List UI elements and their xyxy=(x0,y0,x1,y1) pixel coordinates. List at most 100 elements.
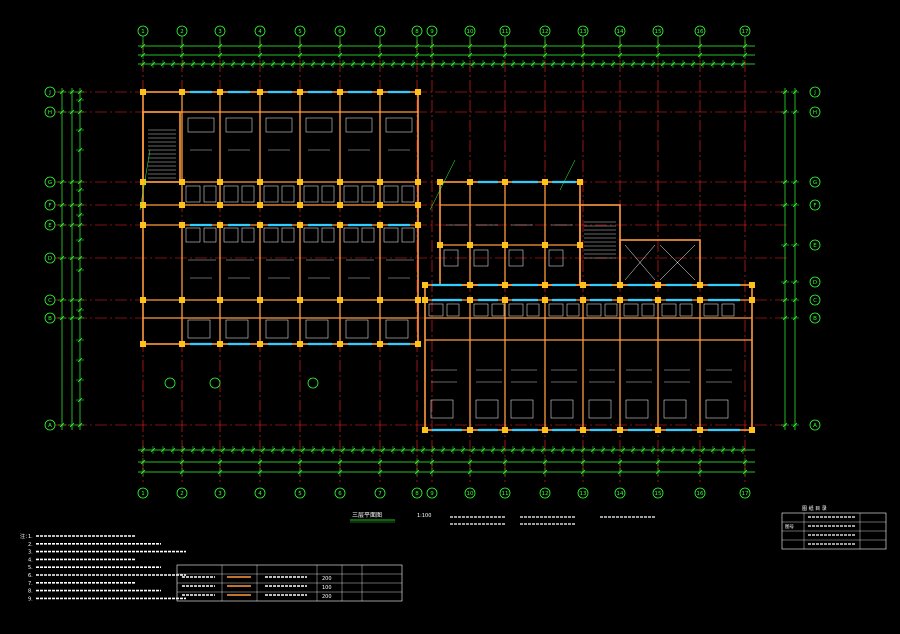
structural-column xyxy=(415,202,421,208)
room-fixture xyxy=(641,303,655,317)
room-fixture xyxy=(321,227,335,243)
title-block-heading: 图 纸 目 录 xyxy=(802,505,827,512)
internal-axis-bubble-circle xyxy=(307,377,319,389)
room-detail-layer xyxy=(148,117,735,419)
top-axis-bubble-label: 15 xyxy=(655,29,662,35)
structural-column xyxy=(179,341,185,347)
wall-layer xyxy=(140,89,755,433)
room-fixture xyxy=(443,249,459,267)
room-fixture xyxy=(526,303,540,317)
structural-column xyxy=(467,179,473,185)
left-axis-bubble-circle xyxy=(44,252,56,264)
right-axis-bubble-circle xyxy=(809,239,821,251)
left-axis-bubble-label: E xyxy=(48,223,52,229)
bottom-axis-bubble-circle xyxy=(254,487,266,499)
structural-column xyxy=(467,282,473,288)
bottom-axis-bubble-circle xyxy=(694,487,706,499)
structural-column xyxy=(257,179,263,185)
room-fixture xyxy=(263,185,279,203)
stair-block xyxy=(142,111,181,183)
left-axis-bubble-label: J xyxy=(48,90,51,96)
top-axis-bubble-circle xyxy=(137,25,149,37)
bottom-axis-bubble-circle xyxy=(652,487,664,499)
plan-title: 三层平面图 xyxy=(352,512,382,519)
left-axis-bubble-label: A xyxy=(48,423,52,429)
structural-column xyxy=(577,242,583,248)
right-axis-bubble-label: C xyxy=(813,298,817,304)
structural-column xyxy=(257,341,263,347)
top-axis-bubble-circle xyxy=(739,25,751,37)
structural-column xyxy=(179,179,185,185)
room-fixture xyxy=(305,319,329,339)
structural-column xyxy=(749,282,755,288)
room-fixture xyxy=(343,227,359,243)
room-fixture xyxy=(345,319,369,339)
structural-column xyxy=(377,297,383,303)
structural-column xyxy=(437,242,443,248)
notes-line: 9. xyxy=(28,596,33,602)
structural-column xyxy=(257,222,263,228)
structural-column xyxy=(655,297,661,303)
right-axis-bubble-circle xyxy=(809,294,821,306)
top-axis-bubble-label: 5 xyxy=(298,29,302,35)
room-fixture xyxy=(446,303,460,317)
top-axis-bubble-circle xyxy=(499,25,511,37)
room-fixture xyxy=(705,399,729,419)
structural-column xyxy=(502,242,508,248)
structural-column xyxy=(217,202,223,208)
room-fixture xyxy=(508,303,524,317)
bottom-axis-bubble-circle xyxy=(214,487,226,499)
structural-column xyxy=(542,179,548,185)
legend-value: 100 xyxy=(322,585,332,591)
notes-line: 2. xyxy=(28,542,33,548)
structural-column xyxy=(580,297,586,303)
structural-column xyxy=(542,297,548,303)
room-fixture xyxy=(187,117,215,133)
room-fixture xyxy=(661,303,677,317)
bottom-axis-bubble-label: 15 xyxy=(655,491,662,497)
structural-column xyxy=(297,222,303,228)
bottom-axis-bubble-circle xyxy=(426,487,438,499)
structural-column xyxy=(749,297,755,303)
room-fixture xyxy=(321,185,335,203)
top-axis-bubble-label: 1 xyxy=(141,29,145,35)
room-fixture xyxy=(303,185,319,203)
room-fixture xyxy=(721,303,735,317)
right-axis-bubble-label: A xyxy=(813,423,817,429)
room-fixture xyxy=(548,303,564,317)
structural-column xyxy=(217,89,223,95)
structural-column xyxy=(179,89,185,95)
notes-line: 8. xyxy=(28,589,33,595)
room-fixture xyxy=(263,227,279,243)
room-fixture xyxy=(225,319,249,339)
room-fixture xyxy=(185,227,201,243)
structural-column xyxy=(377,222,383,228)
room-fixture xyxy=(679,303,693,317)
room-fixture xyxy=(383,227,399,243)
structural-column xyxy=(377,341,383,347)
top-axis-bubble-circle xyxy=(577,25,589,37)
structural-column xyxy=(297,89,303,95)
bottom-axis-bubble-circle xyxy=(334,487,346,499)
notes-line: 7. xyxy=(28,581,33,587)
right-axis-bubble-circle xyxy=(809,419,821,431)
structural-column xyxy=(140,179,146,185)
structural-column xyxy=(697,427,703,433)
right-axis-bubble-label: H xyxy=(813,110,817,116)
room-fixture xyxy=(588,399,612,419)
bottom-axis-bubble-circle xyxy=(614,487,626,499)
bottom-axis-bubble-label: 2 xyxy=(180,491,184,497)
bottom-axis-bubble-label: 5 xyxy=(298,491,302,497)
internal-axis-bubble-circle xyxy=(209,377,221,389)
structural-column xyxy=(502,297,508,303)
bottom-axis-bubble-circle xyxy=(464,487,476,499)
bottom-axis-bubble-circle xyxy=(137,487,149,499)
structural-column xyxy=(297,202,303,208)
room-fixture xyxy=(265,117,293,133)
bottom-axis-bubble-label: 13 xyxy=(580,491,587,497)
structural-column xyxy=(140,222,146,228)
structural-column xyxy=(422,282,428,288)
